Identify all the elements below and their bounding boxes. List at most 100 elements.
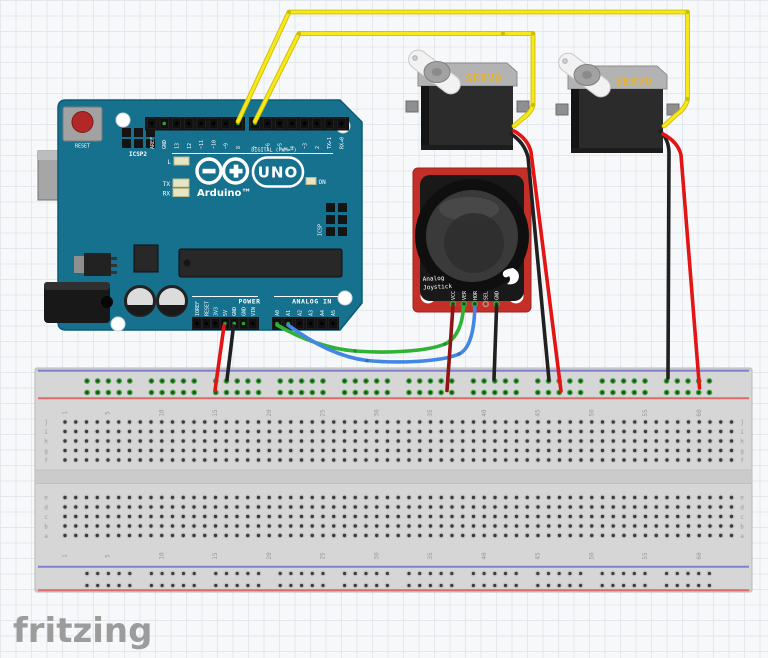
led-l-label: L — [167, 159, 171, 166]
wire-joystick-gnd-black[interactable] — [492, 304, 499, 381]
svg-text:GND: GND — [242, 307, 248, 316]
svg-text:c: c — [44, 514, 48, 521]
wire-pin8-yellow[interactable] — [236, 10, 689, 128]
svg-text:b: b — [740, 524, 744, 531]
svg-text:GND: GND — [495, 291, 501, 300]
power-caption: POWER — [238, 298, 260, 306]
regulator-tab — [74, 256, 84, 273]
power-jack-highlight — [44, 282, 110, 290]
breadboard-top-edge — [35, 368, 752, 371]
svg-text:2: 2 — [315, 146, 321, 149]
icsp2-header — [122, 128, 155, 148]
analog-caption: ANALOG IN — [292, 298, 332, 306]
led-on-label: ON — [319, 179, 327, 186]
svg-text:40: 40 — [481, 552, 488, 560]
svg-text:b: b — [44, 524, 48, 531]
digital-caption: DIGITAL (PWM=~) — [251, 148, 296, 154]
wire-joystick-vcc-darkred[interactable] — [445, 304, 455, 393]
svg-text:~6: ~6 — [265, 143, 271, 149]
svg-text:g: g — [740, 448, 744, 455]
wire-servo2-red[interactable] — [661, 132, 702, 390]
servo-body — [571, 89, 663, 153]
icsp-label: ICSP — [318, 224, 324, 236]
svg-text:1: 1 — [62, 554, 69, 558]
svg-text:25: 25 — [320, 552, 327, 560]
svg-text:A3: A3 — [309, 310, 315, 316]
wire-servo1-red[interactable] — [512, 129, 563, 393]
led-l — [173, 156, 190, 166]
wire-pin7-yellow[interactable] — [253, 32, 535, 128]
svg-text:7: 7 — [253, 146, 259, 149]
svg-text:f: f — [740, 457, 744, 464]
svg-text:13: 13 — [175, 143, 181, 149]
servo-horn-hub-center — [582, 71, 592, 79]
svg-text:45: 45 — [535, 552, 542, 560]
svg-text:20: 20 — [266, 552, 273, 560]
led-rx — [172, 188, 190, 197]
svg-text:10: 10 — [158, 552, 165, 560]
svg-text:8: 8 — [236, 146, 242, 149]
capacitor — [124, 285, 156, 317]
svg-text:4: 4 — [290, 146, 296, 149]
svg-text:h: h — [740, 438, 744, 445]
svg-text:~3: ~3 — [302, 143, 308, 149]
svg-text:55: 55 — [642, 552, 649, 560]
servo-tab-left — [555, 103, 569, 116]
regulator-leg — [111, 257, 117, 260]
servo-motor-2[interactable]: SERVO — [555, 49, 680, 153]
breadboard-holes — [62, 419, 735, 539]
wire-servo2-black[interactable] — [658, 129, 671, 380]
svg-text:50: 50 — [588, 409, 595, 417]
svg-text:10: 10 — [158, 409, 165, 417]
silk-line-2: Joystick — [423, 283, 453, 292]
svg-text:i: i — [740, 429, 744, 436]
svg-text:35: 35 — [427, 409, 434, 417]
svg-text:A5: A5 — [331, 310, 337, 316]
voltage-regulator — [84, 253, 111, 276]
reset-button[interactable] — [71, 111, 94, 133]
svg-text:40: 40 — [481, 409, 488, 417]
chip-notch — [183, 259, 191, 267]
svg-text:30: 30 — [373, 552, 380, 560]
svg-text:IOREF: IOREF — [195, 301, 201, 316]
uno-label: UNO — [258, 164, 299, 182]
servo-label: SERVO — [616, 76, 653, 88]
silk-line-1: Analog — [423, 275, 445, 283]
svg-text:RESET: RESET — [204, 301, 210, 316]
servo-horn-hole — [562, 58, 568, 64]
breadboard[interactable]: 1155101015152020252530303535404045455050… — [34, 367, 753, 593]
svg-text:60: 60 — [696, 409, 703, 417]
servo-tab-left — [405, 100, 419, 113]
svg-text:~5: ~5 — [278, 143, 284, 149]
svg-text:25: 25 — [320, 409, 327, 417]
svg-text:h: h — [44, 438, 48, 445]
svg-text:35: 35 — [427, 552, 434, 560]
breadboard-bottom-rail-holes — [84, 570, 713, 589]
wire-5v-red[interactable] — [213, 324, 226, 393]
svg-text:A1: A1 — [286, 310, 292, 316]
servo-body-bottom — [571, 148, 663, 153]
led-on — [305, 177, 317, 185]
svg-text:HOR: HOR — [473, 290, 479, 300]
mount-hole — [115, 112, 131, 128]
wire-servo1-black[interactable] — [509, 132, 551, 382]
arduino-brand-text: Arduino™ — [197, 188, 251, 199]
svg-text:f: f — [44, 457, 48, 464]
svg-text:15: 15 — [212, 409, 219, 417]
svg-text:A0: A0 — [275, 310, 281, 316]
svg-text:20: 20 — [266, 409, 273, 417]
wire-a1-blue[interactable] — [286, 305, 477, 364]
svg-text:g: g — [44, 448, 48, 455]
svg-text:3V3: 3V3 — [214, 307, 220, 316]
servo-body-bottom — [421, 145, 513, 150]
svg-text:i: i — [44, 429, 48, 436]
servo-motor-1[interactable]: SERVO — [405, 46, 530, 150]
reset-label: RESET — [75, 144, 90, 150]
wire-gnd-black[interactable] — [225, 324, 236, 382]
svg-text:VCC: VCC — [451, 291, 457, 300]
mount-hole — [110, 316, 126, 332]
